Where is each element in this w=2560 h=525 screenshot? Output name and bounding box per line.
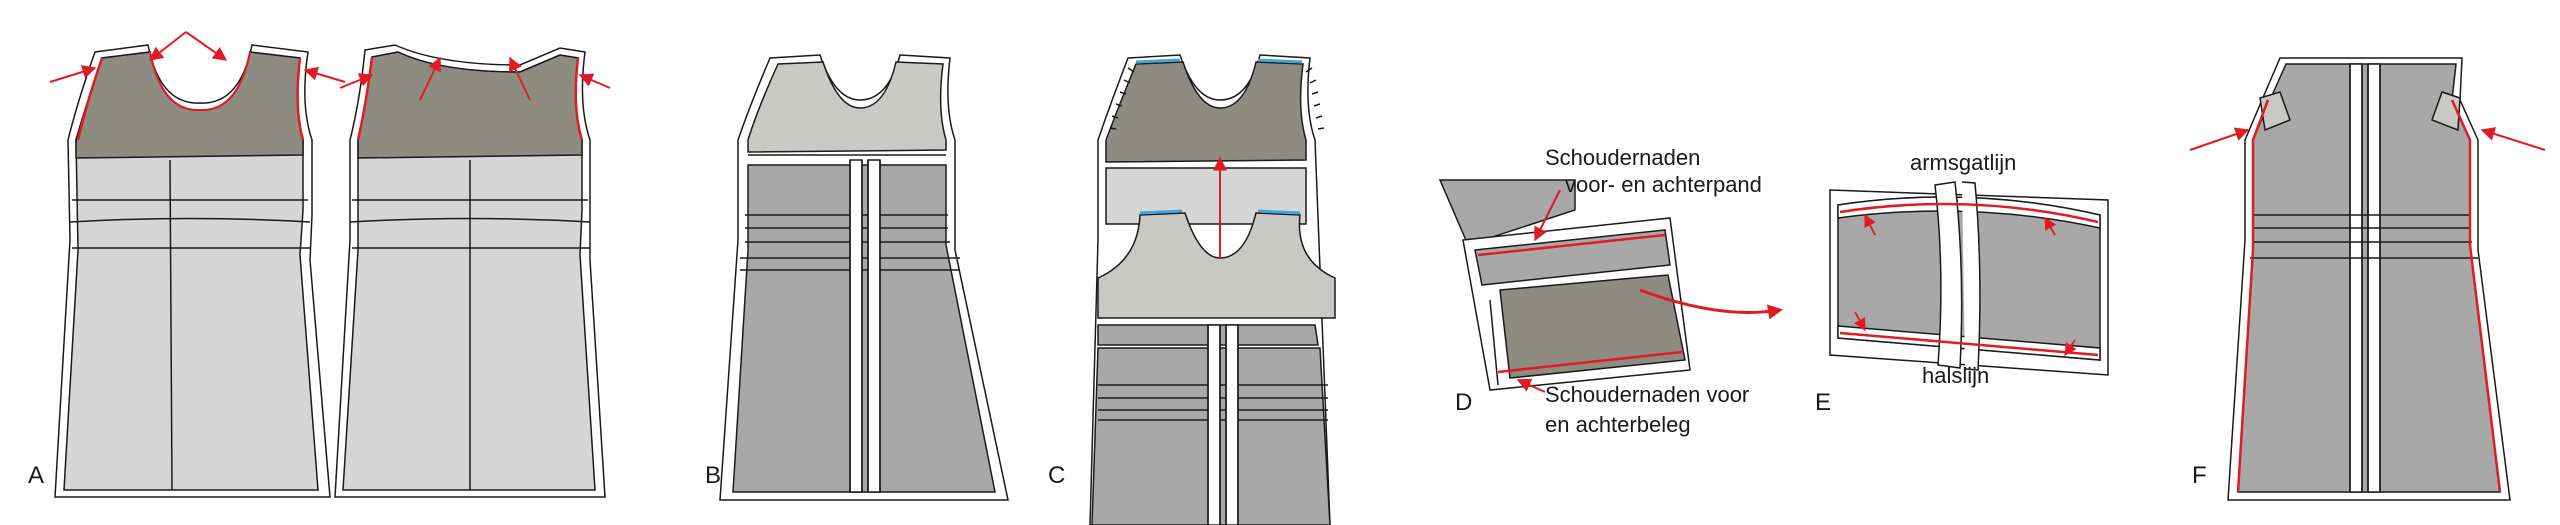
panel-a-arrow-b-mid1 xyxy=(419,56,441,101)
panel-d-arrow-bottom xyxy=(1516,378,1546,393)
panel-f: F xyxy=(2189,57,2546,501)
panel-a-arrow-left xyxy=(49,65,97,83)
panel-a-arrow-b-left xyxy=(339,73,374,89)
panel-d-arrow-top xyxy=(1534,189,1561,242)
panel-a: A xyxy=(28,31,611,498)
panel-a-arrow-b-right xyxy=(578,73,611,89)
panel-a-neck-red-seam xyxy=(149,51,251,112)
panel-f-arrow-right xyxy=(2480,127,2546,151)
panel-a-arrow-neck-left xyxy=(148,31,187,61)
panel-e-arrow-3 xyxy=(1853,311,1866,332)
panel-f-arrow-left xyxy=(2189,127,2250,151)
panel-e-note-top: armsgatlijn xyxy=(1910,150,2016,175)
panel-e-fold xyxy=(1934,181,1963,369)
panel-d-to-e-arrow xyxy=(1639,288,1783,320)
panel-b: B xyxy=(705,54,1009,501)
panel-c-stitch-ticks xyxy=(1109,67,1325,130)
panel-a-front-piece xyxy=(54,44,331,498)
panel-a-back-piece xyxy=(334,44,606,498)
panel-a-letter: A xyxy=(28,462,44,489)
panel-c-blue-top xyxy=(1135,58,1303,64)
panel-d-fabric-top xyxy=(1438,179,1576,246)
panel-e-letter: E xyxy=(1815,389,1831,416)
panel-d-red-bottom xyxy=(1497,350,1683,374)
panel-f-red-side-left xyxy=(2236,99,2270,493)
panel-e-arrow-4 xyxy=(2064,339,2077,357)
panel-d-letter: D xyxy=(1455,389,1472,416)
panel-d-note-bottom-1: Schoudernaden voor xyxy=(1545,382,1749,407)
panel-a-arrow-b-mid2 xyxy=(509,56,531,101)
panel-a-arrow-right xyxy=(303,66,346,83)
panel-c: C xyxy=(1048,54,1336,525)
panel-d-red-top xyxy=(1477,233,1666,257)
panel-e-note-bottom: halslijn xyxy=(1922,363,1989,388)
panel-e-arrow-1 xyxy=(1864,213,1876,236)
panel-b-skirt xyxy=(732,164,996,493)
panel-c-upper-dark xyxy=(1105,61,1307,163)
panel-e-arrow-2 xyxy=(2044,216,2057,236)
panel-d-note-top-2: voor- en achterpand xyxy=(1565,172,1762,197)
panel-a-back-red-seam xyxy=(356,56,584,141)
panel-e-red-top xyxy=(1839,202,2099,224)
panel-a-front-red-seam xyxy=(76,57,305,141)
panel-f-red-side-right xyxy=(2450,99,2502,493)
panel-c-letter: C xyxy=(1048,462,1065,489)
panel-c-blue-facing xyxy=(1139,209,1301,215)
panel-d: Schoudernaden voor- en achterpand Schoud… xyxy=(1438,145,1783,437)
panel-f-letter: F xyxy=(2192,462,2207,489)
panel-e: armsgatlijn halslijn E xyxy=(1815,150,2109,416)
panel-b-yoke xyxy=(747,61,947,153)
panel-c-facing xyxy=(1097,212,1336,319)
panel-e-red-bottom xyxy=(1839,331,2099,357)
panel-d-note-bottom-2: en achterbeleg xyxy=(1545,412,1691,437)
panel-a-arrow-neck-right xyxy=(185,31,228,61)
panel-d-note-top-1: Schoudernaden xyxy=(1545,145,1700,170)
panel-b-letter: B xyxy=(705,462,721,489)
